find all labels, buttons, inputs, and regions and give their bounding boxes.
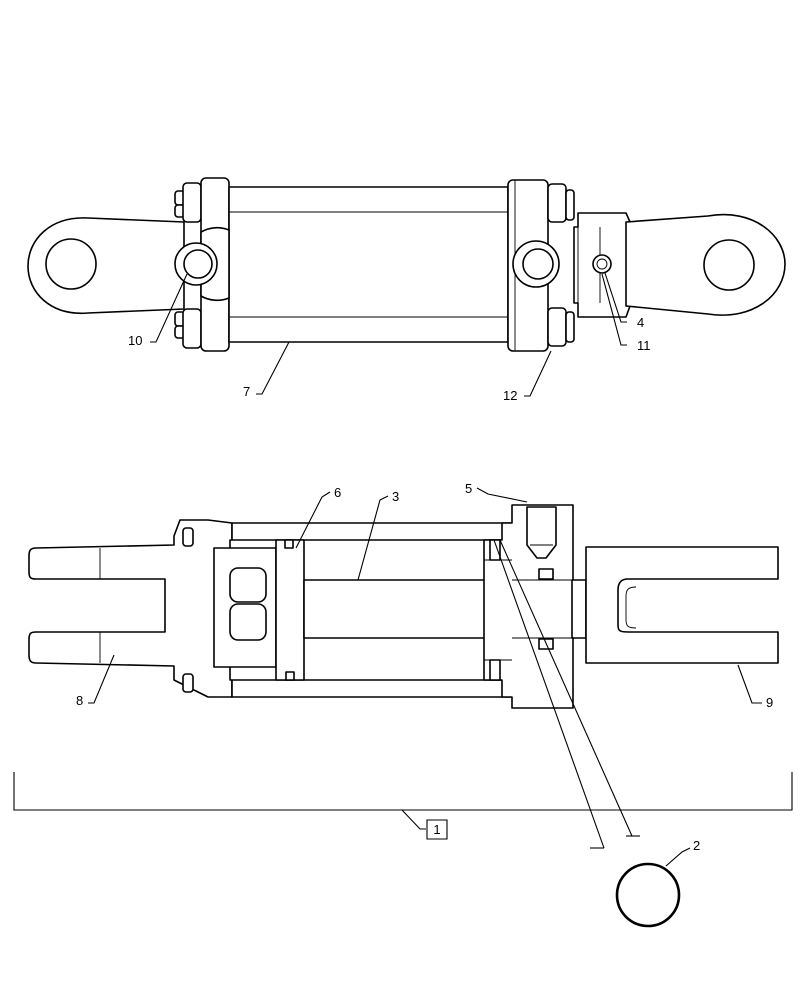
rod-bolt-lower-2: [566, 312, 574, 342]
rod-bolt-upper-2: [566, 190, 574, 220]
callout-10: 10: [128, 333, 142, 348]
piston-nut-lower: [230, 604, 266, 640]
callout-leaders: [88, 273, 762, 866]
seal-kit-leaders: [494, 540, 640, 848]
callout-labels: 1 2 3 4 5 6 7 8 9 10 11 12: [76, 315, 773, 853]
rod-bolt-lower-1: [548, 308, 566, 346]
piston: [276, 540, 304, 680]
piston-seal-lower: [286, 672, 294, 680]
rod-gland-section: [484, 505, 573, 708]
piston-seal-upper: [285, 540, 293, 548]
callout-3: 3: [392, 489, 399, 504]
callout-6: 6: [334, 485, 341, 500]
cylinder-exterior-view: [28, 178, 785, 351]
callout-12: 12: [503, 388, 517, 403]
cylinder-barrel-section: [232, 523, 512, 540]
gland-seal: [539, 569, 553, 579]
base-eye-hole: [46, 239, 96, 289]
piston-nut-upper: [230, 568, 266, 602]
cylinder-section-view: [29, 505, 778, 708]
base-bolt-cap-lower: [183, 309, 201, 348]
o-ring: [617, 864, 679, 926]
callout-9: 9: [766, 695, 773, 710]
callout-7: 7: [243, 384, 250, 399]
rod-bolt-upper-1: [548, 184, 566, 222]
gland-port-bore: [527, 507, 556, 558]
base-clevis: [29, 520, 232, 697]
assembly-bracket: [14, 772, 792, 810]
callout-1: 1: [433, 822, 440, 837]
rod-clevis: [586, 547, 778, 663]
base-clevis-bolt-upper: [183, 528, 193, 546]
callout-8: 8: [76, 693, 83, 708]
callout-5: 5: [465, 481, 472, 496]
base-bolt-cap-upper: [183, 183, 201, 222]
cylinder-barrel: [229, 187, 508, 342]
rod-eye-hole: [704, 240, 754, 290]
callout-4: 4: [637, 315, 644, 330]
base-port-inner: [184, 250, 212, 278]
callout-2: 2: [693, 838, 700, 853]
callout-11: 11: [637, 338, 651, 353]
rod-port-inner: [523, 249, 553, 279]
base-clevis-bolt-lower: [183, 674, 193, 692]
grease-fitting: [593, 255, 611, 273]
assembly-callout-box: [427, 820, 447, 839]
